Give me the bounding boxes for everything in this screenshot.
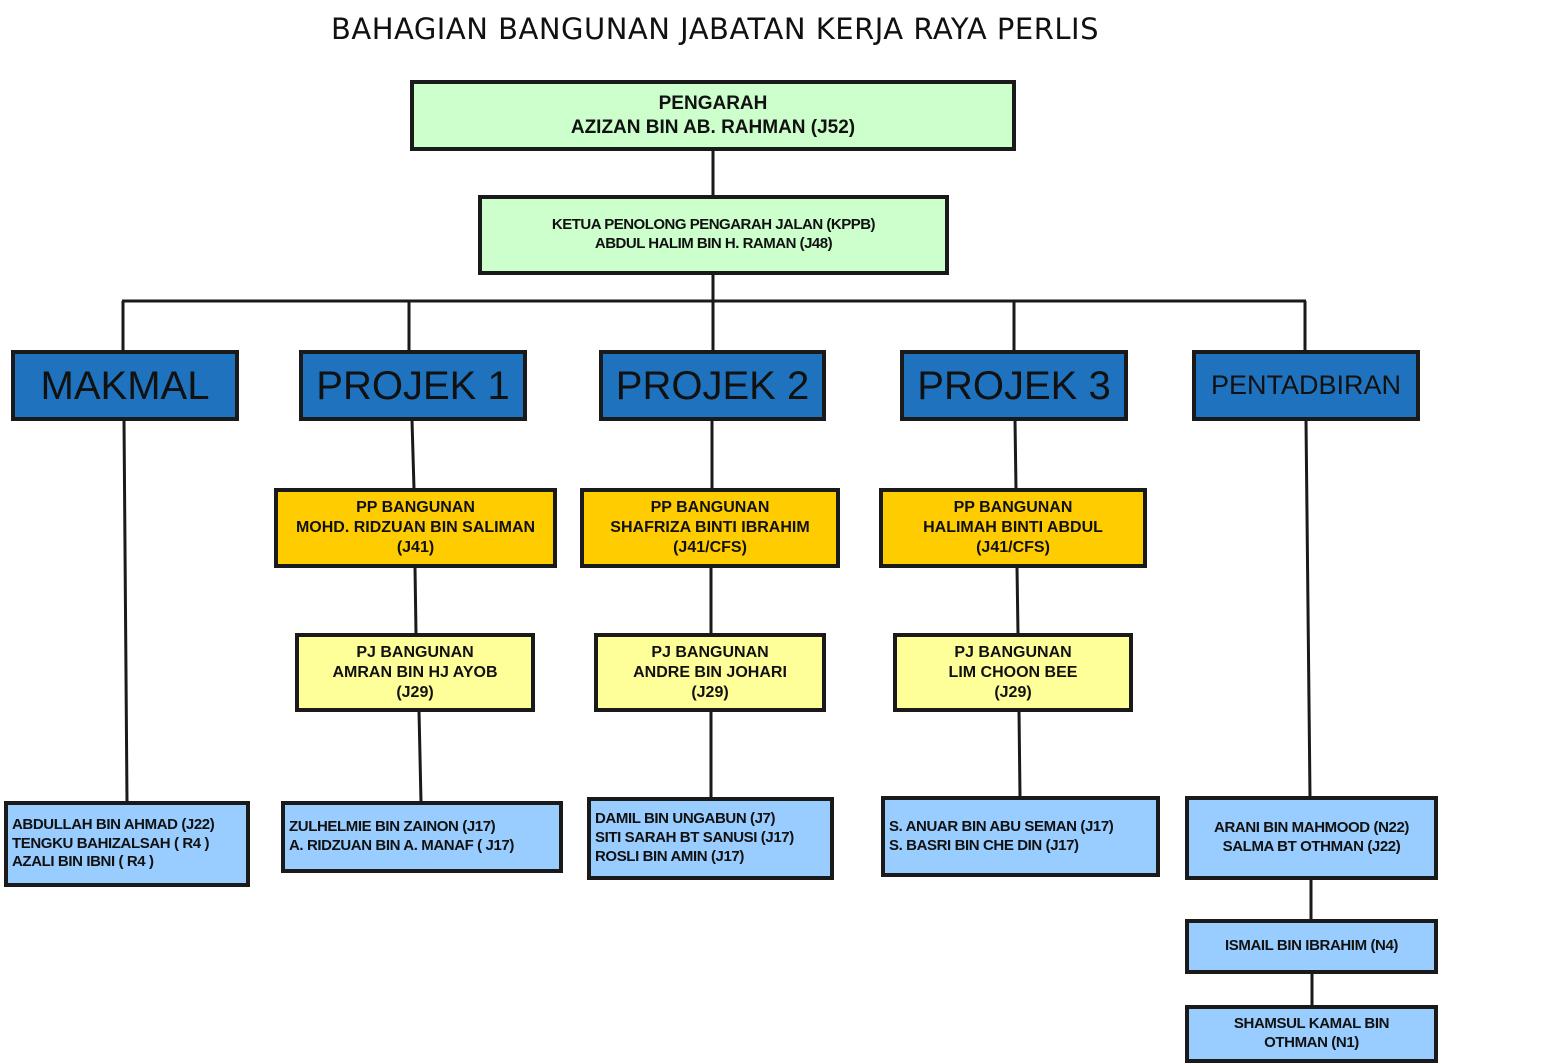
pj-projek2-grade: (J29)	[691, 683, 729, 701]
dept-projek3: PROJEK 3	[900, 350, 1128, 421]
connector-projek3-pp	[1013, 419, 1018, 490]
connector-pj1-staff	[417, 710, 423, 803]
pp-projek1-title: PP BANGUNAN	[356, 499, 475, 516]
pp-projek2-grade: (J41/CFS)	[673, 539, 747, 556]
staff-projek1-2: A. RIDZUAN BIN A. MANAF ( J17)	[289, 837, 514, 854]
pj-projek3-name: LIM CHOON BEE	[948, 663, 1078, 681]
staff-projek1-1: ZULHELMIE BIN ZAINON (J17)	[289, 818, 496, 836]
pj-projek1-name: AMRAN BIN HJ AYOB	[332, 663, 498, 681]
pj-projek2-name: ANDRE BIN JOHARI	[633, 663, 787, 681]
connector-pp1-pj1	[413, 566, 418, 635]
dept-makmal-label: MAKMAL	[40, 363, 210, 408]
pp-projek3-name: HALIMAH BINTI ABDUL	[923, 519, 1103, 536]
staff-projek2-2: SITI SARAH BT SANUSI (J17)	[595, 829, 794, 847]
dept-projek1: PROJEK 1	[299, 350, 527, 421]
pp-projek1-grade: (J41)	[396, 539, 435, 556]
pj-projek1-grade: (J29)	[396, 683, 434, 701]
staff-pentadbiran2-box: ISMAIL BIN IBRAHIM (N4)	[1185, 919, 1438, 974]
pj-projek2-title: PJ BANGUNAN	[651, 643, 769, 661]
pj-projek3-title: PJ BANGUNAN	[954, 643, 1072, 661]
kppb-role: KETUA PENOLONG PENGARAH JALAN (KPPB)	[551, 216, 876, 234]
pj-projek2-box: PJ BANGUNAN ANDRE BIN JOHARI (J29)	[594, 633, 826, 712]
pp-projek1-name: MOHD. RIDZUAN BIN SALIMAN	[295, 519, 536, 536]
chart-title: BAHAGIAN BANGUNAN JABATAN KERJA RAYA PER…	[330, 12, 1100, 46]
connector-makmal-staff	[122, 419, 129, 803]
dept-projek1-label: PROJEK 1	[316, 363, 510, 408]
staff-makmal-3: AZALI BIN IBNI ( R4 )	[12, 853, 154, 871]
pengarah-name: AZIZAN BIN AB. RAHMAN (J52)	[570, 116, 856, 138]
staff-pentadbiran3-box: SHAMSUL KAMAL BIN OTHMAN (N1)	[1185, 1005, 1438, 1063]
pp-projek2-title: PP BANGUNAN	[650, 499, 770, 516]
connector-projek1-pp	[410, 419, 416, 490]
dept-pentadbiran: PENTADBIRAN	[1192, 350, 1420, 421]
kppb-box: KETUA PENOLONG PENGARAH JALAN (KPPB) ABD…	[478, 195, 949, 275]
connector-pj3-staff	[1017, 710, 1022, 798]
dept-projek2-label: PROJEK 2	[615, 363, 810, 408]
staff-pentadbiran3-1: SHAMSUL KAMAL BIN	[1233, 1015, 1390, 1033]
pj-projek3-grade: (J29)	[994, 683, 1032, 701]
pengarah-box: PENGARAH AZIZAN BIN AB. RAHMAN (J52)	[410, 80, 1016, 151]
staff-pentadbiran-2: SALMA BT OTHMAN (J22)	[1222, 838, 1401, 855]
pp-projek1-box: PP BANGUNAN MOHD. RIDZUAN BIN SALIMAN (J…	[274, 488, 557, 568]
pp-projek2-name: SHAFRIZA BINTI IBRAHIM	[610, 519, 810, 536]
staff-makmal-1: ABDULLAH BIN AHMAD (J22)	[12, 815, 215, 833]
connector-pp3-pj3	[1015, 566, 1020, 635]
staff-projek3-box: S. ANUAR BIN ABU SEMAN (J17) S. BASRI BI…	[881, 796, 1160, 877]
pp-projek3-grade: (J41/CFS)	[976, 539, 1050, 556]
staff-projek2-3: ROSLI BIN AMIN (J17)	[595, 847, 744, 865]
staff-projek2-box: DAMIL BIN UNGABUN (J7) SITI SARAH BT SAN…	[587, 797, 834, 880]
kppb-name: ABDUL HALIM BIN H. RAMAN (J48)	[594, 235, 833, 252]
staff-pentadbiran-box: ARANI BIN MAHMOOD (N22) SALMA BT OTHMAN …	[1185, 796, 1438, 880]
dept-projek3-label: PROJEK 3	[917, 363, 1111, 408]
staff-projek3-1: S. ANUAR BIN ABU SEMAN (J17)	[889, 817, 1114, 835]
dept-makmal: MAKMAL	[11, 350, 239, 421]
pp-projek3-title: PP BANGUNAN	[953, 499, 1073, 516]
dept-projek2: PROJEK 2	[599, 350, 826, 421]
pj-projek3-box: PJ BANGUNAN LIM CHOON BEE (J29)	[893, 633, 1133, 712]
staff-makmal-box: ABDULLAH BIN AHMAD (J22) TENGKU BAHIZALS…	[4, 801, 250, 887]
pj-projek1-box: PJ BANGUNAN AMRAN BIN HJ AYOB (J29)	[295, 633, 535, 712]
pp-projek2-box: PP BANGUNAN SHAFRIZA BINTI IBRAHIM (J41/…	[580, 488, 840, 568]
staff-pentadbiran2-1: ISMAIL BIN IBRAHIM (N4)	[1224, 937, 1399, 955]
staff-projek2-1: DAMIL BIN UNGABUN (J7)	[595, 810, 776, 828]
staff-makmal-2: TENGKU BAHIZALSAH ( R4 )	[12, 834, 210, 852]
staff-pentadbiran3-2: OTHMAN (N1)	[1264, 1034, 1359, 1051]
pj-projek1-title: PJ BANGUNAN	[356, 643, 474, 661]
staff-projek3-2: S. BASRI BIN CHE DIN (J17)	[889, 836, 1079, 854]
staff-projek1-box: ZULHELMIE BIN ZAINON (J17) A. RIDZUAN BI…	[281, 801, 563, 873]
dept-pentadbiran-label: PENTADBIRAN	[1210, 369, 1402, 400]
pengarah-role: PENGARAH	[658, 92, 768, 114]
connector-pentadbiran-staff	[1304, 419, 1312, 798]
staff-pentadbiran-1: ARANI BIN MAHMOOD (N22)	[1214, 819, 1409, 837]
pp-projek3-box: PP BANGUNAN HALIMAH BINTI ABDUL (J41/CFS…	[879, 488, 1147, 568]
